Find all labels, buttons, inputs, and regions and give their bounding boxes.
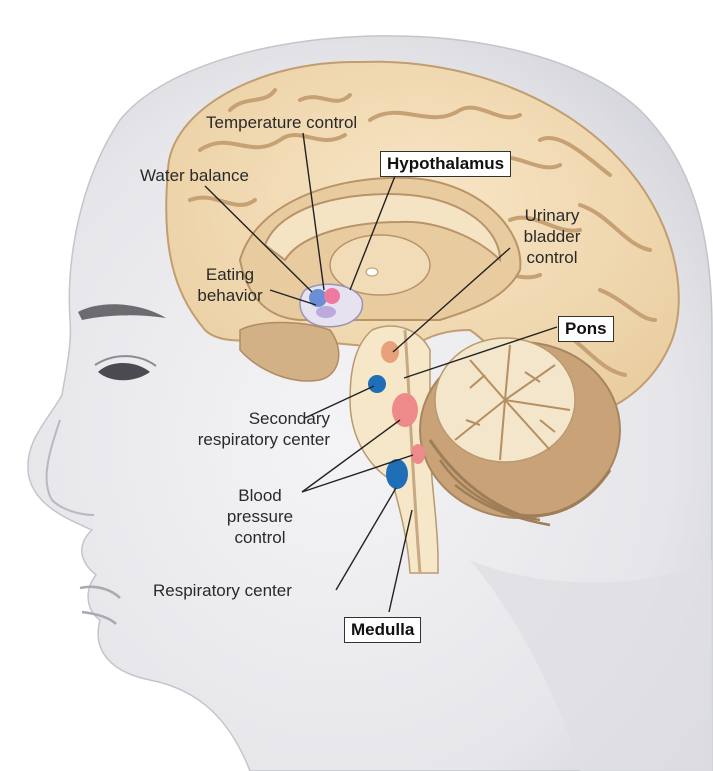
label-urinary-line-2: bladder	[512, 226, 592, 247]
label-blood-pressure-control: Blood pressure control	[210, 485, 310, 548]
label-temperature-control: Temperature control	[206, 112, 357, 133]
label-eating-line-1: Eating	[190, 264, 270, 285]
label-urinary-line-1: Urinary	[512, 205, 592, 226]
label-water-balance: Water balance	[140, 165, 249, 186]
urinary-bladder-nucleus	[381, 341, 399, 363]
label-eating-behavior: Eating behavior	[190, 264, 270, 306]
label-blood-line-3: control	[210, 527, 310, 548]
pons-pink-nucleus	[392, 393, 418, 427]
label-blood-line-2: pressure	[210, 506, 310, 527]
label-pons: Pons	[558, 316, 614, 342]
label-urinary-bladder-control: Urinary bladder control	[512, 205, 592, 268]
label-eating-line-2: behavior	[190, 285, 270, 306]
label-secondary-respiratory-center: Secondary respiratory center	[150, 408, 330, 450]
label-blood-line-1: Blood	[210, 485, 310, 506]
label-respiratory-center: Respiratory center	[153, 580, 292, 601]
label-urinary-line-3: control	[512, 247, 592, 268]
secondary-respiratory-nucleus	[368, 375, 386, 393]
label-medulla: Medulla	[344, 617, 421, 643]
blood-pressure-nucleus	[411, 444, 425, 464]
temperature-control-nucleus	[324, 288, 340, 304]
label-secondary-line-2: respiratory center	[150, 429, 330, 450]
eating-behavior-nucleus	[316, 306, 336, 318]
label-hypothalamus: Hypothalamus	[380, 151, 511, 177]
label-secondary-line-1: Secondary	[150, 408, 330, 429]
